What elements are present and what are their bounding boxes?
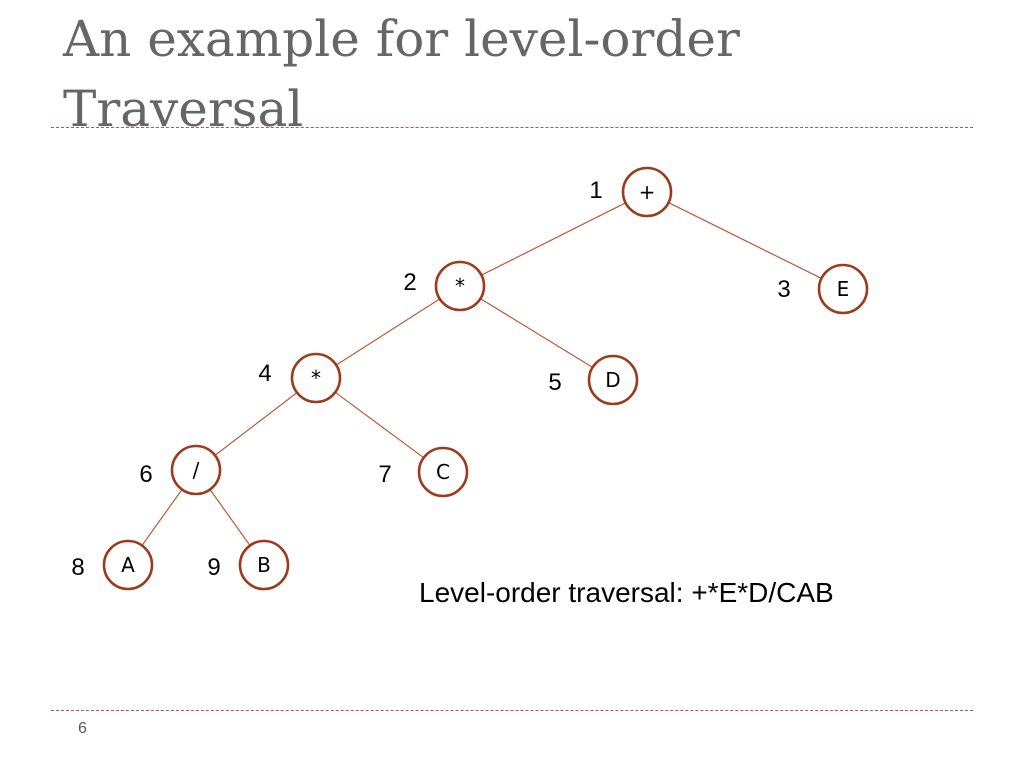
- visit-order-label: 9: [207, 554, 220, 581]
- footer-divider: [51, 710, 973, 711]
- node-symbol: /: [193, 458, 200, 482]
- node-circle: [587, 354, 639, 406]
- node-circle: [434, 260, 486, 312]
- tree-edges: [141, 202, 822, 546]
- node-circle: [170, 444, 222, 496]
- tree-edge-n6-n9: [209, 489, 251, 546]
- visit-order-label: 7: [378, 461, 391, 488]
- slide-title: An example for level-order Traversal: [63, 10, 740, 138]
- visit-order-label: 5: [548, 369, 561, 396]
- tree-edge-n1-n3: [668, 202, 822, 279]
- tree-edge-n4-n7: [334, 391, 425, 459]
- tree-node-n5: D5: [548, 354, 639, 406]
- tree-edge-n2-n5: [480, 298, 593, 368]
- tree-edge-n1-n2: [481, 202, 626, 276]
- tree-node-n2: *2: [403, 260, 486, 312]
- tree-node-n1: +1: [589, 166, 673, 218]
- visit-order-label: 2: [403, 269, 416, 296]
- tree-edge-n4-n6: [214, 392, 298, 456]
- tree-node-n4: *4: [258, 352, 342, 404]
- node-circle: [290, 352, 342, 404]
- visit-order-label: 8: [71, 554, 84, 581]
- node-symbol: C: [436, 460, 450, 484]
- visit-order-label: 1: [589, 177, 602, 204]
- node-symbol: *: [311, 366, 321, 390]
- tree-edge-n2-n4: [335, 298, 441, 366]
- title-divider: [51, 127, 973, 128]
- tree-node-n9: B9: [207, 539, 290, 591]
- node-circle: [238, 539, 290, 591]
- node-circle: [417, 446, 469, 498]
- visit-order-label: 6: [139, 461, 152, 488]
- visit-order-label: 4: [258, 360, 271, 387]
- node-symbol: A: [121, 553, 135, 577]
- node-circle: [817, 263, 869, 315]
- node-symbol: D: [605, 368, 620, 392]
- tree-node-n6: /6: [139, 444, 222, 496]
- node-symbol: E: [837, 277, 850, 301]
- node-circle: [621, 166, 673, 218]
- visit-order-label: 3: [777, 276, 790, 303]
- node-symbol: *: [455, 274, 465, 298]
- tree-edge-n6-n8: [141, 489, 183, 546]
- node-circle: [102, 539, 154, 591]
- traversal-result: Level-order traversal: +*E*D/CAB: [419, 577, 834, 608]
- node-symbol: B: [257, 553, 271, 577]
- node-symbol: +: [639, 180, 656, 204]
- tree-node-n7: C7: [378, 446, 469, 498]
- tree-node-n3: E3: [777, 263, 869, 315]
- page-number: 6: [78, 720, 87, 737]
- tree-node-n8: A8: [71, 539, 154, 591]
